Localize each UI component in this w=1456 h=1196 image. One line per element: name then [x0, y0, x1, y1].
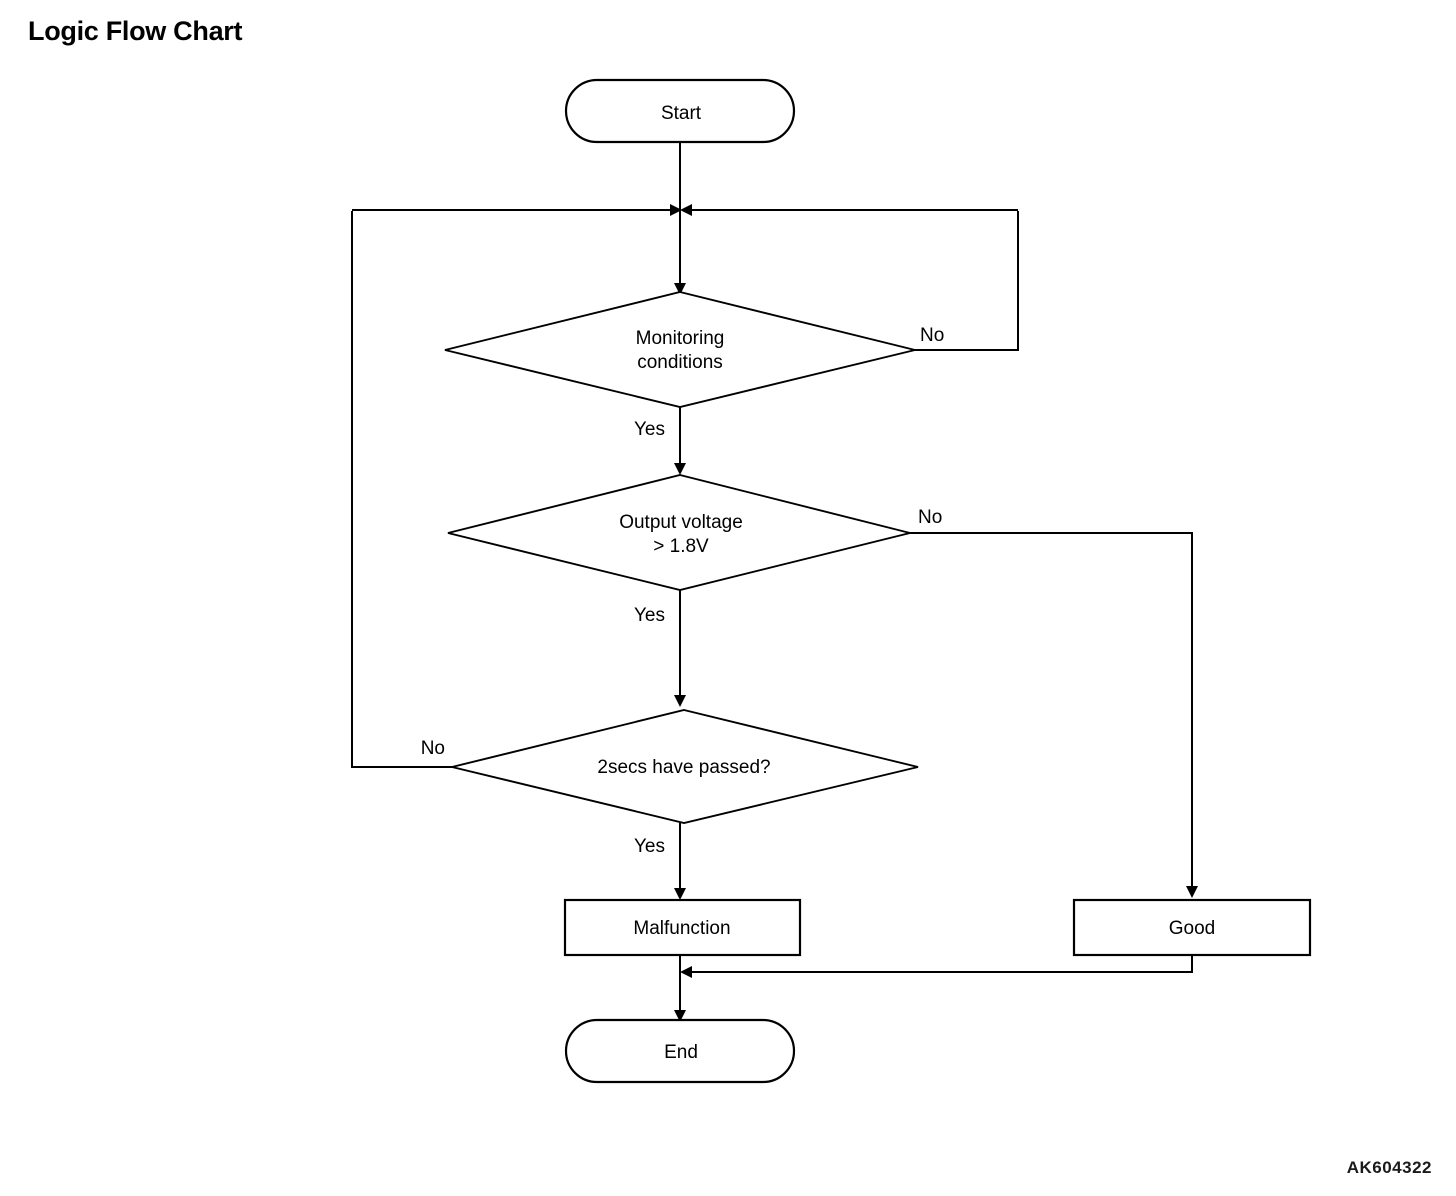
voltage-label-line2: > 1.8V [653, 536, 709, 557]
label-monitoring-yes: Yes [634, 419, 665, 440]
timer-label: 2secs have passed? [597, 757, 770, 778]
start-shape [564, 78, 796, 144]
edge-good-to-end [680, 955, 1193, 978]
edge-monitoring-no [915, 211, 1019, 351]
good-shape [1072, 898, 1312, 957]
timer-shape [451, 709, 919, 824]
node-end[interactable]: End [564, 1018, 796, 1084]
monitoring-shape [444, 291, 916, 408]
label-timer-yes: Yes [634, 836, 665, 857]
edge-voltage-no [910, 532, 1198, 898]
start-label: Start [661, 103, 702, 124]
malfunction-label: Malfunction [633, 918, 730, 939]
node-malfunction[interactable]: Malfunction [563, 898, 802, 957]
label-voltage-no: No [918, 507, 942, 528]
node-monitoring-conditions[interactable]: Monitoring conditions [444, 291, 916, 408]
edge-labels: No Yes No Yes No Yes [421, 325, 945, 857]
node-good[interactable]: Good [1072, 898, 1312, 957]
label-timer-no: No [421, 738, 445, 759]
node-timer-check[interactable]: 2secs have passed? [451, 709, 919, 824]
edge-timer-no [351, 211, 452, 768]
malfunction-shape [563, 898, 802, 957]
node-start[interactable]: Start [564, 78, 796, 144]
voltage-label-line1: Output voltage [619, 512, 743, 533]
watermark-code: AK604322 [1346, 1158, 1432, 1177]
voltage-shape [447, 474, 911, 591]
monitoring-label-line2: conditions [637, 352, 723, 373]
node-output-voltage[interactable]: Output voltage > 1.8V [447, 474, 911, 591]
label-voltage-yes: Yes [634, 605, 665, 626]
end-shape [564, 1018, 796, 1084]
connectors [351, 143, 1198, 1022]
monitoring-label-line1: Monitoring [636, 328, 725, 349]
label-monitoring-no: No [920, 325, 944, 346]
page-title: Logic Flow Chart [28, 16, 243, 46]
good-label: Good [1169, 918, 1215, 939]
end-label: End [664, 1042, 698, 1063]
